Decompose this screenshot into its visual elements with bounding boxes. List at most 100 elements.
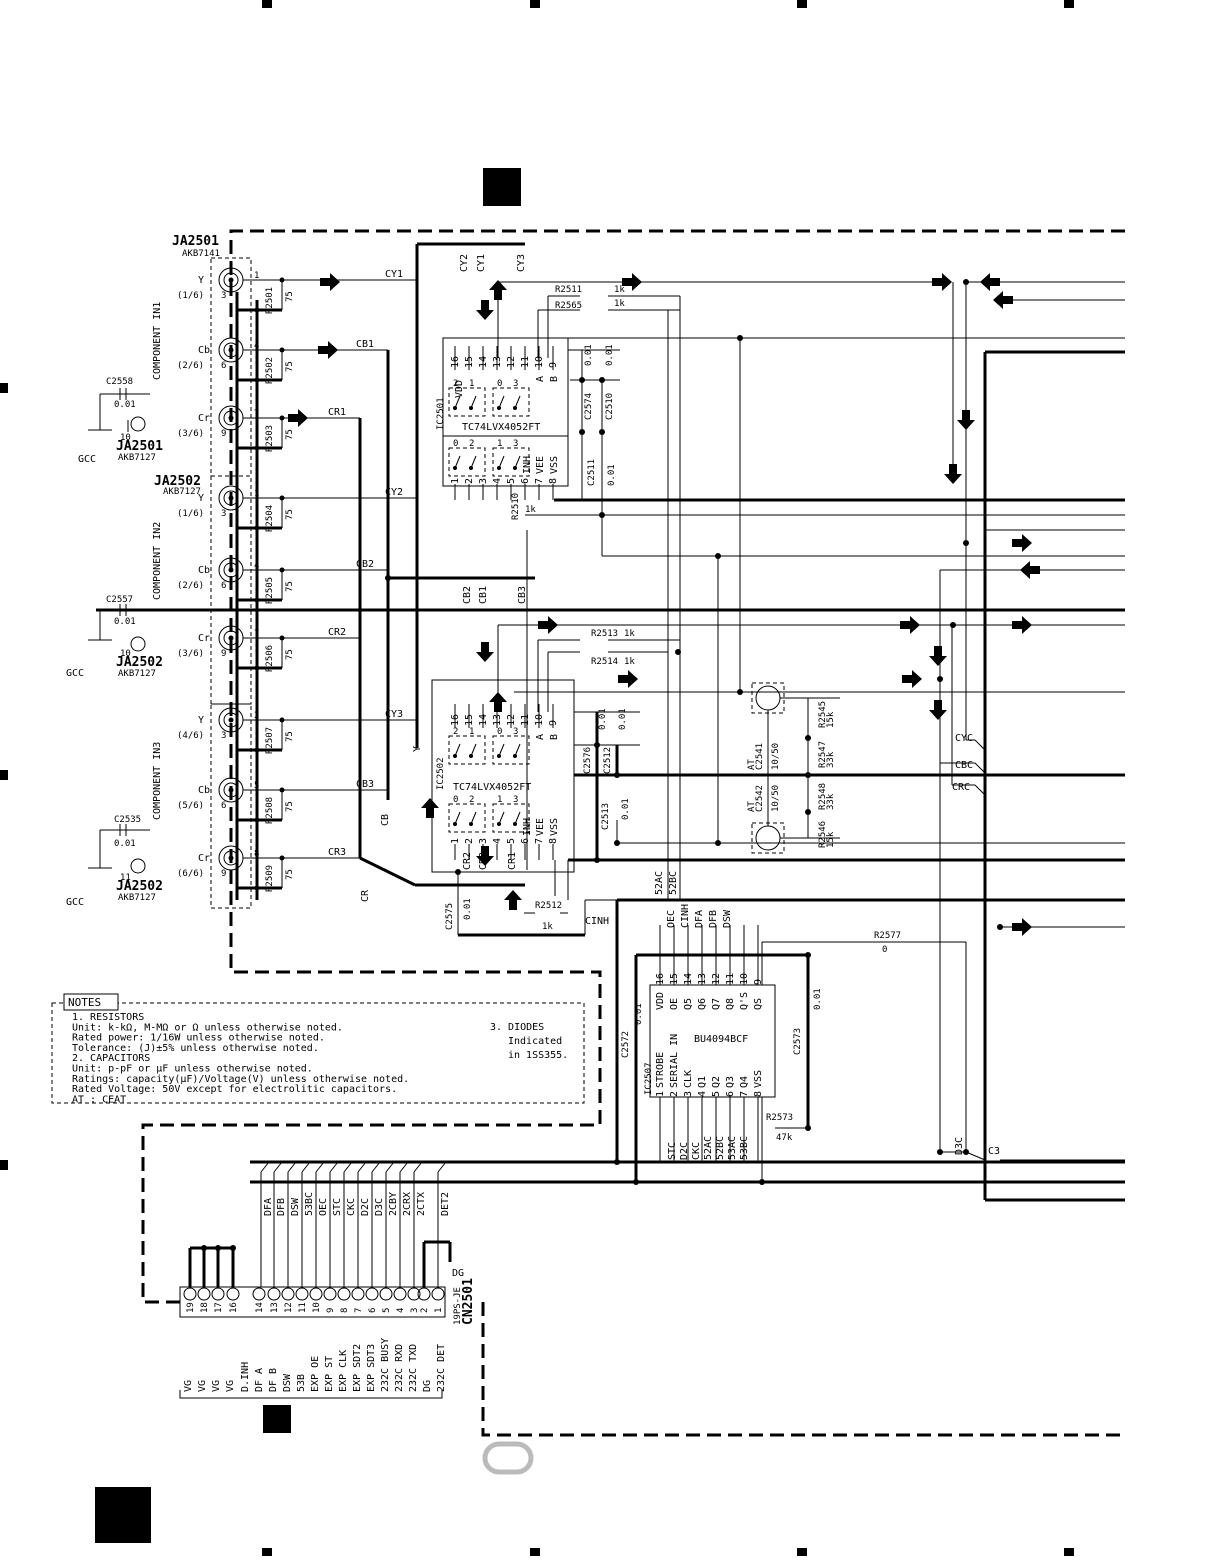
svg-text:CINH: CINH [585, 916, 609, 927]
ic-bottom-pin: 5 [711, 1091, 722, 1097]
jack-gnd-pin: 6 [221, 361, 226, 371]
ic-bottom-pin: 8 [548, 478, 559, 484]
section-marker-bottom [263, 1405, 291, 1433]
cn-pin-number: 18 [200, 1302, 210, 1313]
jack-name: Cr [198, 413, 210, 424]
cn-signal-name: 232C BUSY [380, 1338, 391, 1392]
jack-resistor: R2506 [265, 645, 275, 672]
ic-input-label: DFA [694, 910, 705, 928]
jack-fraction: (2/6) [177, 581, 204, 591]
group-label-in1: COMPONENT IN1 [152, 302, 163, 380]
jack-net-label: CB3 [356, 779, 374, 790]
jack-resistor: R2503 [265, 425, 275, 452]
bus-label: DET2 [440, 1192, 451, 1216]
cn-signal-name: 232C DET [436, 1344, 447, 1392]
svg-text:JA2502: JA2502 [116, 879, 163, 894]
ic-pin-name: INH [522, 456, 533, 474]
svg-text:0.01: 0.01 [618, 708, 628, 730]
cn-signal-name: DF A [254, 1368, 265, 1392]
svg-text:52AC: 52AC [654, 871, 665, 895]
jack-resistor-value: 75 [285, 581, 295, 592]
svg-text:Indicated: Indicated [508, 1036, 562, 1047]
svg-text:R2577: R2577 [874, 931, 901, 941]
svg-text:1k: 1k [525, 505, 536, 515]
ic-bottom-pin: 3 [683, 1091, 694, 1097]
svg-text:15k: 15k [826, 831, 836, 848]
jack-pin: 1 [254, 271, 259, 281]
svg-text:19PS-JE: 19PS-JE [453, 1287, 463, 1325]
svg-text:AT: AT [747, 759, 757, 770]
ic-bottom-pin: 6 [520, 838, 531, 844]
ic-top-pin: 11 [725, 973, 736, 985]
jack-resistor: R2501 [265, 287, 275, 314]
cn-pin-number: 1 [434, 1308, 444, 1313]
switch-channel: 2 [469, 795, 474, 805]
cn-pin-number: 19 [186, 1302, 196, 1313]
cn-pin-number: 9 [326, 1308, 336, 1313]
flow-arrow-right [618, 670, 638, 688]
svg-text:R2546: R2546 [818, 821, 828, 848]
cn-signal-name: EXP ST [324, 1356, 335, 1392]
svg-text:10: 10 [120, 649, 131, 659]
flow-arrow-right [1012, 918, 1032, 936]
flow-arrow-down [476, 642, 494, 662]
ic-bottom-pin: 4 [697, 1091, 708, 1097]
ic-output-label: 52AC [703, 1136, 714, 1160]
ic-pin-name: B [549, 734, 560, 740]
bus-label: OEC [318, 1198, 329, 1216]
ic-pin-name: Q8 [725, 998, 736, 1010]
svg-text:AKB7141: AKB7141 [182, 249, 220, 259]
svg-text:C2541: C2541 [755, 743, 765, 770]
cn-signal-name: VG [211, 1380, 222, 1392]
jack-name: Cr [198, 853, 210, 864]
switch-channel: 3 [513, 439, 518, 449]
svg-text:3. DIODES: 3. DIODES [490, 1022, 544, 1033]
jack-fraction: (5/6) [177, 801, 204, 811]
notes-line: Ratings: capacity(µF)/Voltage(V) unless … [72, 1074, 409, 1085]
cn-signal-name: EXP SDT2 [352, 1344, 363, 1392]
switch-channel: 0 [497, 379, 502, 389]
flow-arrow-right [1012, 534, 1032, 552]
jack-fraction: (2/6) [177, 361, 204, 371]
notes-box: NOTES 1. RESISTORS Unit: k-kΩ, M-MΩ or Ω… [51, 993, 585, 1105]
ic-bottom-pin: 6 [520, 478, 531, 484]
cn-pin-number: 12 [284, 1302, 294, 1313]
jack-name: Y [198, 493, 204, 504]
cn-signal-name: DG [422, 1380, 433, 1392]
switch-channel: 0 [497, 727, 502, 737]
ja2502-ref: JA2502 [154, 474, 201, 489]
svg-text:AKB7127: AKB7127 [118, 893, 156, 903]
ic-bottom-pin: 2 [464, 478, 475, 484]
notes-line: 1. RESISTORS [72, 1012, 144, 1023]
jack-gnd-pin: 9 [221, 869, 226, 879]
jack-resistor: R2507 [265, 727, 275, 754]
jack-net-label: CB1 [356, 339, 374, 350]
jack-resistor-value: 75 [285, 429, 295, 440]
ic-bottom-pin: 1 [450, 838, 461, 844]
cn-signal-name: VG [225, 1380, 236, 1392]
svg-text:CR1: CR1 [507, 852, 518, 870]
svg-text:1k: 1k [614, 299, 625, 309]
component-labels: R2511 1k R2565 1k R2510 1k R2513 1k R251… [445, 285, 1000, 1157]
svg-text:0.01: 0.01 [463, 898, 473, 920]
ic-bottom-pin: 4 [492, 838, 503, 844]
flow-arrow-left [993, 291, 1013, 309]
ic-pin-name: Q1 [697, 1076, 708, 1088]
ic-output-label: 53BC [739, 1136, 750, 1160]
ic-pin-name: VDD [454, 380, 465, 398]
ic-bottom-pin: 3 [478, 478, 489, 484]
switch-channel: 3 [513, 379, 518, 389]
svg-text:CY1: CY1 [476, 254, 487, 272]
flow-arrow-right [902, 670, 922, 688]
svg-text:CY3: CY3 [516, 254, 527, 272]
bus-label: 2CRX [402, 1192, 413, 1216]
ic-pin-name: VEE [535, 456, 546, 474]
switch-channel: 1 [497, 439, 502, 449]
cn-pin-number: 14 [255, 1302, 265, 1313]
page-marker [95, 1487, 151, 1543]
ic-top-pin: 10 [739, 973, 750, 985]
notes-line: Tolerance: (J)±5% unless otherwise noted… [72, 1043, 319, 1054]
